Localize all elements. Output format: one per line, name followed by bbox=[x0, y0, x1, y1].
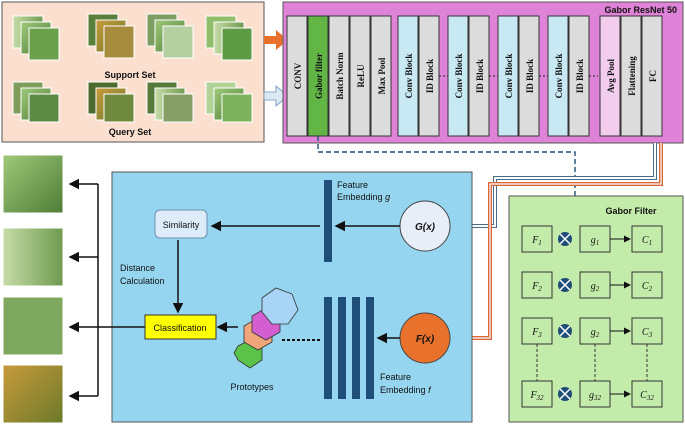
output-images bbox=[2, 154, 64, 424]
layer-flattening: Flattening bbox=[620, 15, 642, 137]
layer-avg-pool: Avg Pool bbox=[599, 15, 621, 137]
layer-batch-norm: Batch Norm bbox=[328, 15, 350, 137]
layer-id-block-3: ID Block bbox=[518, 15, 540, 137]
svg-text:ID Block: ID Block bbox=[425, 59, 435, 93]
svg-text:F3: F3 bbox=[531, 327, 542, 339]
svg-text:C2: C2 bbox=[642, 281, 653, 293]
svg-text:Gabor filter: Gabor filter bbox=[314, 53, 324, 99]
fx-node: F(x) bbox=[399, 312, 451, 364]
output-bracket bbox=[68, 178, 99, 402]
svg-text:ID Block: ID Block bbox=[475, 59, 485, 93]
svg-text:C1: C1 bbox=[642, 235, 652, 247]
layer-conv-block-2: Conv Block bbox=[447, 15, 469, 137]
layer-conv: CONV bbox=[286, 15, 308, 137]
resnet-title: Gabor ResNet 50 bbox=[604, 5, 677, 15]
layer-conv-block-3: Conv Block bbox=[497, 15, 519, 137]
support-arrow bbox=[264, 30, 288, 50]
embedding-g-label-1: Feature bbox=[337, 180, 368, 190]
layer-conv-block-4: Conv Block bbox=[547, 15, 569, 137]
embedding-g-label-2: Embedding g bbox=[337, 192, 390, 202]
prototypes-shape bbox=[233, 287, 299, 369]
gabor-row-2: F2 g2 C2 bbox=[521, 271, 663, 299]
gabor-row-4: F32 g32 C32 bbox=[521, 380, 663, 408]
layer-gabor-filter: Gabor filter bbox=[307, 15, 329, 137]
svg-text:Conv Block: Conv Block bbox=[554, 54, 564, 99]
svg-text:Conv Block: Conv Block bbox=[404, 54, 414, 99]
svg-text:Similarity: Similarity bbox=[163, 220, 200, 230]
svg-text:Avg Pool: Avg Pool bbox=[606, 58, 616, 93]
embedding-f-label-2: Embedding f bbox=[380, 385, 432, 395]
layer-id-block-1: ID Block bbox=[418, 15, 440, 137]
layer-conv-block-1: Conv Block bbox=[397, 15, 419, 137]
gabor-link-dashed bbox=[317, 136, 576, 196]
distance-label-2: Calculation bbox=[120, 276, 165, 286]
svg-text:ReLU: ReLU bbox=[356, 64, 366, 87]
svg-text:F(x): F(x) bbox=[416, 334, 435, 345]
embedding-f-label-1: Feature bbox=[380, 372, 411, 382]
query-arrow bbox=[263, 85, 289, 107]
svg-text:C32: C32 bbox=[640, 390, 654, 402]
query-set-label: Query Set bbox=[109, 127, 152, 137]
gabor-title: Gabor Filter bbox=[605, 206, 657, 216]
gx-node: G(x) bbox=[399, 200, 451, 252]
distance-label-1: Distance bbox=[120, 263, 155, 273]
embedding-g-bar bbox=[324, 180, 332, 262]
layer-relu: ReLU bbox=[349, 15, 371, 137]
svg-text:F2: F2 bbox=[531, 281, 542, 293]
prototypes-label: Prototypes bbox=[230, 382, 274, 392]
svg-text:Batch Norm: Batch Norm bbox=[335, 52, 345, 100]
support-set-images bbox=[12, 13, 253, 61]
svg-text:g2: g2 bbox=[591, 327, 600, 339]
gabor-row-3: F3 g2 C3 bbox=[521, 317, 663, 345]
layer-id-block-2: ID Block bbox=[468, 15, 490, 137]
svg-text:Conv Block: Conv Block bbox=[504, 54, 514, 99]
layer-id-block-4: ID Block bbox=[568, 15, 590, 137]
svg-text:CONV: CONV bbox=[293, 62, 303, 89]
similarity-box: Similarity bbox=[154, 209, 208, 239]
layer-fc: FC bbox=[641, 15, 663, 137]
svg-text:g32: g32 bbox=[589, 390, 602, 402]
classification-box: Classification bbox=[144, 314, 217, 340]
svg-text:F1: F1 bbox=[531, 235, 542, 247]
svg-text:F32: F32 bbox=[529, 390, 544, 402]
svg-text:ID Block: ID Block bbox=[575, 59, 585, 93]
gabor-row-1: F1 g1 C1 bbox=[521, 225, 663, 253]
svg-text:Conv Block: Conv Block bbox=[454, 54, 464, 99]
svg-text:Classification: Classification bbox=[153, 323, 206, 333]
svg-text:g1: g1 bbox=[591, 235, 600, 247]
svg-text:g2: g2 bbox=[591, 281, 600, 293]
svg-text:G(x): G(x) bbox=[415, 222, 436, 233]
embedding-f-bars bbox=[324, 297, 374, 399]
query-set-images bbox=[12, 81, 253, 123]
support-set-label: Support Set bbox=[105, 70, 156, 80]
svg-text:ID Block: ID Block bbox=[525, 59, 535, 93]
svg-text:Flattening: Flattening bbox=[627, 56, 637, 96]
layer-max-pool: Max Pool bbox=[370, 15, 392, 137]
gabor-continuation bbox=[536, 344, 648, 381]
svg-text:C3: C3 bbox=[642, 327, 653, 339]
svg-text:FC: FC bbox=[648, 70, 658, 82]
svg-text:Max Pool: Max Pool bbox=[377, 57, 387, 94]
